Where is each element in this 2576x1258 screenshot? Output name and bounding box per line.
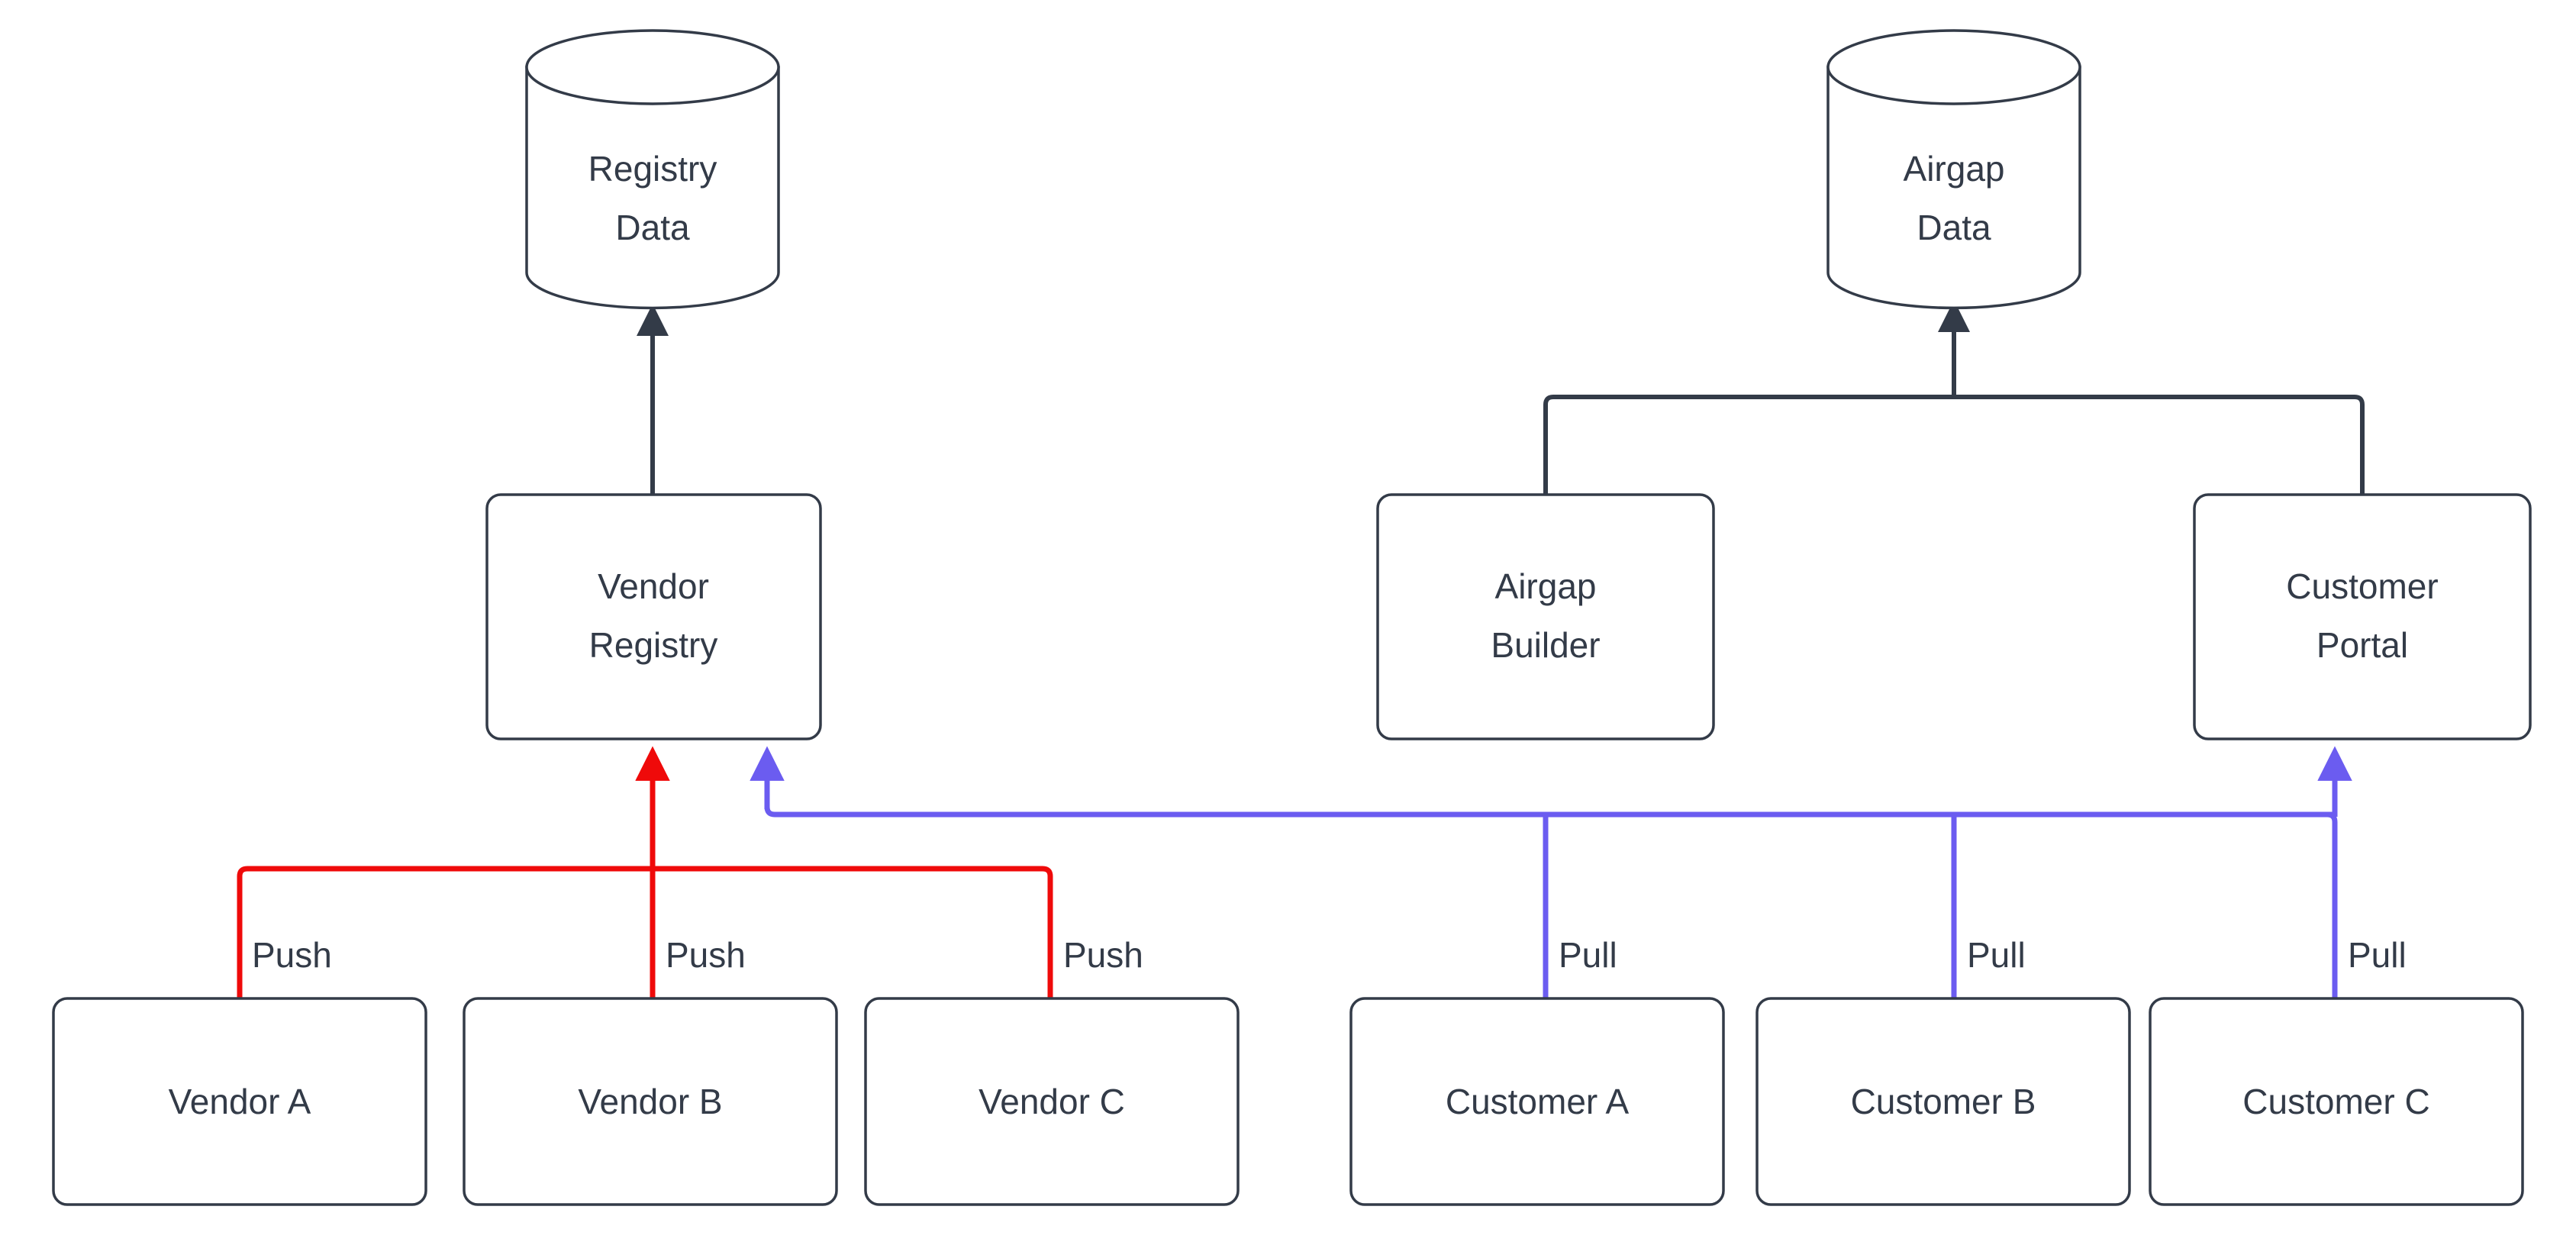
node-customer-portal[interactable]: Customer Portal [2193,493,2532,740]
vendor-b-label: Vendor B [578,1082,722,1121]
vendor-registry-label-line2: Registry [589,625,718,665]
customer-b-label: Customer B [1851,1082,2036,1121]
edge-label-pull-c: Pull [2348,935,2407,975]
edge-push-bus [237,746,1053,998]
edge-pull-bus [750,746,2352,998]
node-vendor-registry[interactable]: Vendor Registry [485,493,822,740]
vendor-a-label: Vendor A [169,1082,311,1121]
airgap-data-label-line2: Data [1917,208,1991,247]
edge-services-to-airgap-data [1543,300,2365,495]
node-registry-data[interactable]: Registry Data [525,29,780,310]
customer-c-label: Customer C [2242,1082,2429,1121]
airgap-builder-label-line2: Builder [1491,625,1600,665]
node-customer-c[interactable]: Customer C [2149,997,2524,1206]
vendor-c-label: Vendor C [978,1082,1125,1121]
airgap-data-label-line1: Airgap [1904,149,2005,189]
node-vendor-c[interactable]: Vendor C [864,997,1240,1206]
registry-data-label-line1: Registry [588,149,717,189]
customer-a-label: Customer A [1446,1082,1630,1121]
airgap-builder-label-line1: Airgap [1495,566,1597,606]
edge-label-pull-b: Pull [1967,935,2026,975]
node-vendor-b[interactable]: Vendor B [463,997,838,1206]
node-airgap-builder[interactable]: Airgap Builder [1376,493,1715,740]
registry-data-label-line2: Data [615,208,690,247]
node-airgap-data[interactable]: Airgap Data [1826,29,2081,310]
edge-label-pull-a: Pull [1559,935,1617,975]
edge-label-push-b: Push [666,935,746,975]
node-customer-a[interactable]: Customer A [1349,997,1725,1206]
node-customer-b[interactable]: Customer B [1755,997,2131,1206]
customer-portal-label-line2: Portal [2316,625,2408,665]
edge-label-push-c: Push [1063,935,1143,975]
vendor-registry-label-line1: Vendor [598,566,709,606]
node-vendor-a[interactable]: Vendor A [52,997,427,1206]
edge-label-push-a: Push [252,935,332,975]
customer-portal-label-line1: Customer [2286,566,2438,606]
